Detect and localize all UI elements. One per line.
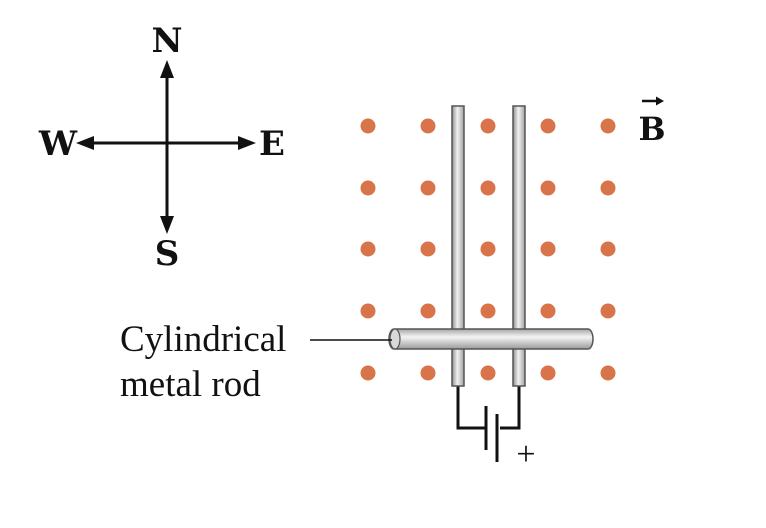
field-dot <box>480 118 496 134</box>
field-dot <box>600 303 616 319</box>
east-arrowhead <box>238 136 256 150</box>
cylindrical-metal-rod <box>388 328 594 350</box>
field-dot <box>480 241 496 257</box>
field-dot <box>540 180 556 196</box>
conducting-rails <box>451 105 526 387</box>
field-dot <box>600 365 616 381</box>
compass-west-label: W <box>38 124 78 164</box>
field-dot <box>360 303 376 319</box>
rod-end-cap <box>389 328 401 350</box>
field-dot <box>420 180 436 196</box>
magnetic-field-label: B <box>638 96 666 148</box>
right-rail <box>512 105 526 387</box>
compass-south-label: S <box>155 234 180 274</box>
field-dot <box>420 241 436 257</box>
rod-label-line1: Cylindrical <box>120 319 287 360</box>
west-arrowhead <box>76 136 94 150</box>
battery-positive-terminal: + <box>516 436 535 473</box>
rod-label-line2: metal rod <box>120 364 261 405</box>
battery-circuit <box>456 384 521 462</box>
field-dot <box>600 118 616 134</box>
field-dot <box>420 303 436 319</box>
field-dot <box>480 365 496 381</box>
south-arrowhead <box>160 216 174 234</box>
field-dot <box>540 241 556 257</box>
right-wire <box>500 384 521 430</box>
field-dot <box>600 180 616 196</box>
compass: N S E W <box>38 21 285 274</box>
compass-east-label: E <box>259 124 285 164</box>
left-rail <box>451 105 465 387</box>
vector-arrow-head <box>656 96 664 106</box>
field-dot <box>360 241 376 257</box>
north-arrowhead <box>160 60 174 78</box>
field-dot <box>540 118 556 134</box>
field-dot <box>360 118 376 134</box>
field-dot <box>420 118 436 134</box>
field-dot <box>600 241 616 257</box>
left-wire <box>456 384 486 430</box>
field-dot <box>540 303 556 319</box>
field-dot <box>420 365 436 381</box>
rod-body <box>388 328 594 350</box>
magnetic-field-dots <box>360 118 616 381</box>
field-dot <box>360 180 376 196</box>
field-dot <box>360 365 376 381</box>
field-symbol: B <box>638 110 665 148</box>
compass-north-label: N <box>151 21 182 61</box>
field-dot <box>540 365 556 381</box>
field-dot <box>480 180 496 196</box>
field-dot <box>480 303 496 319</box>
